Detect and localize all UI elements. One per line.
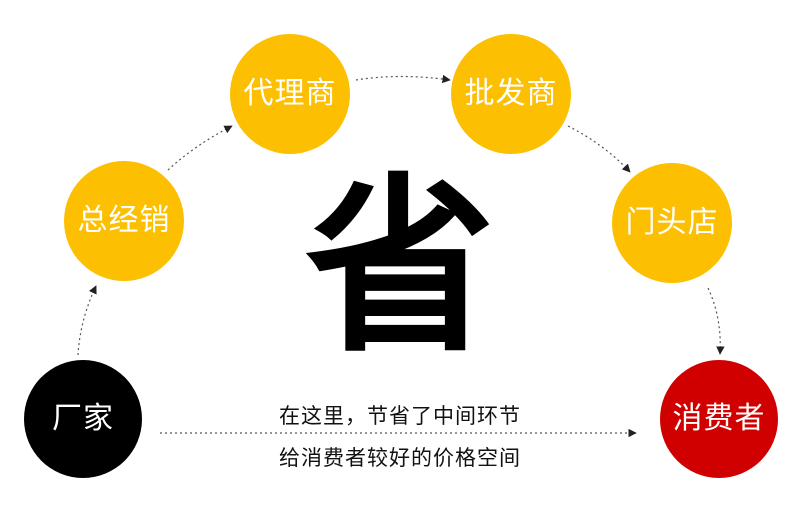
node-manufacturer-label: 厂家	[52, 401, 114, 436]
node-distributor-label: 总经销	[77, 203, 171, 238]
node-manufacturer: 厂家	[24, 360, 142, 478]
node-consumer-label: 消费者	[672, 401, 766, 436]
node-wholesaler: 批发商	[451, 34, 571, 154]
node-storefront-label: 门头店	[625, 205, 719, 240]
node-wholesaler-label: 批发商	[464, 76, 558, 111]
arrow-distributor-to-agent	[167, 125, 233, 171]
node-storefront: 门头店	[612, 163, 732, 283]
caption-line-2: 给消费者较好的价格空间	[279, 446, 521, 470]
arrow-storefront-to-consumer	[707, 287, 725, 355]
caption-line-1: 在这里，节省了中间环节	[279, 404, 521, 428]
node-consumer: 消费者	[660, 360, 778, 478]
node-agent: 代理商	[230, 34, 350, 154]
arrow-wholesaler-to-storefront	[567, 125, 631, 173]
node-distributor: 总经销	[64, 161, 184, 281]
node-agent-label: 代理商	[243, 76, 337, 111]
arrow-manufacturer-to-distributor	[77, 285, 97, 356]
arrow-agent-to-wholesaler	[355, 74, 451, 84]
center-character: 省	[304, 157, 495, 378]
